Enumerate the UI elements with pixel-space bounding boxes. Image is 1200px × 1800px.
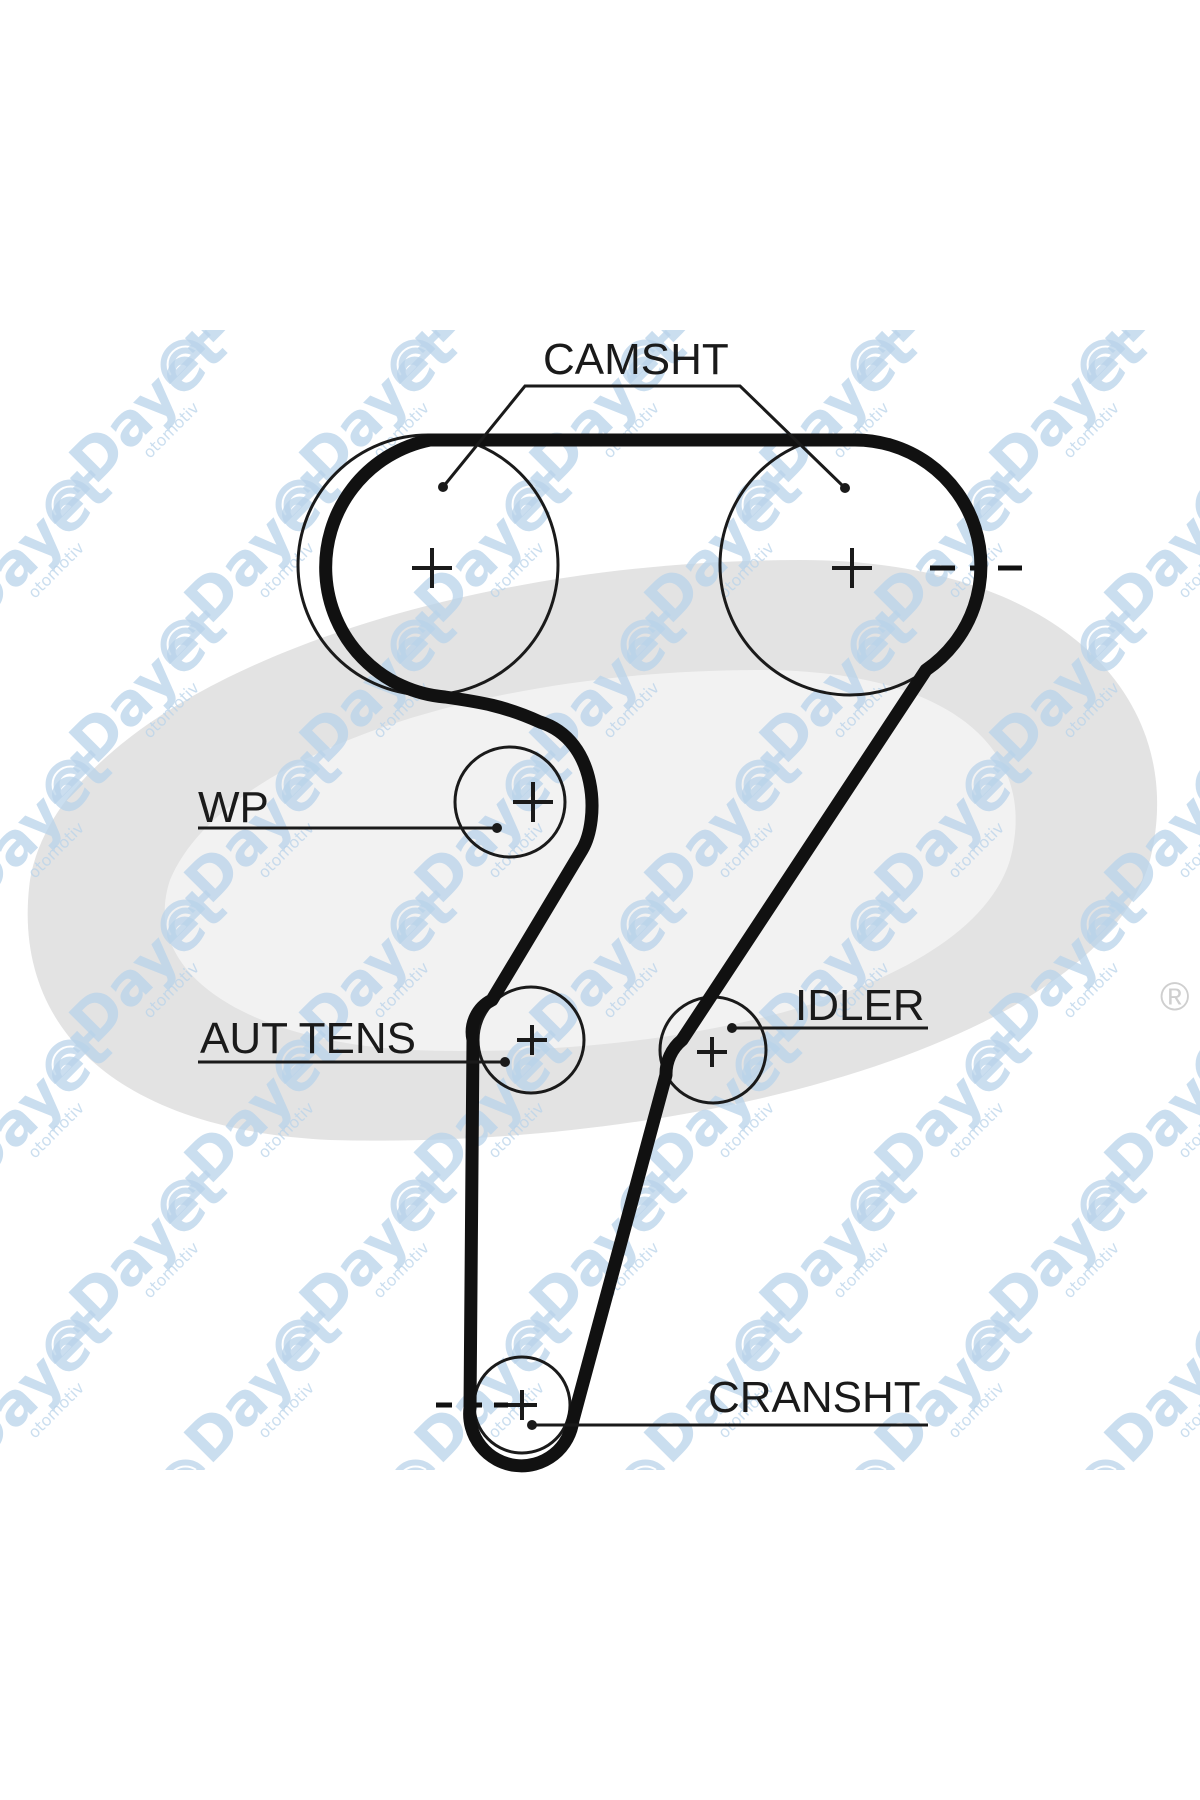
leader-lines bbox=[198, 384, 928, 1427]
svg-text:Dayet: Dayet bbox=[171, 1293, 354, 1476]
camshaft-left-center-cross bbox=[412, 548, 452, 588]
svg-text:otomotiv: otomotiv bbox=[1174, 258, 1200, 322]
pulley-centers bbox=[412, 548, 872, 1420]
svg-text:otomotiv: otomotiv bbox=[484, 258, 548, 322]
svg-text:otomotiv: otomotiv bbox=[714, 258, 778, 322]
crankshaft-center-cross bbox=[507, 1390, 537, 1420]
svg-text:otomotiv: otomotiv bbox=[254, 258, 318, 322]
svg-text:Dayet: Dayet bbox=[0, 173, 124, 356]
brand-logo-background: ® bbox=[27, 560, 1189, 1141]
svg-text:Dayet: Dayet bbox=[1091, 173, 1200, 356]
water-pump-center-cross bbox=[513, 782, 553, 822]
idler-label: IDLER bbox=[795, 981, 925, 1030]
registered-mark: ® bbox=[1160, 975, 1189, 1019]
camshaft-right-center-cross bbox=[832, 548, 872, 588]
timing-belt bbox=[319, 433, 988, 1473]
svg-text:Dayet: Dayet bbox=[631, 173, 814, 356]
water-pump-pulley bbox=[453, 745, 567, 859]
svg-text:Dayet: Dayet bbox=[401, 173, 584, 356]
svg-text:otomotiv: otomotiv bbox=[944, 258, 1008, 322]
crankshaft-label: CRANSHT bbox=[708, 1373, 921, 1422]
auto-tensioner-center-cross bbox=[517, 1025, 547, 1055]
idler-center-cross bbox=[697, 1037, 727, 1067]
water-pump-label: WP bbox=[198, 783, 269, 832]
auto-tensioner-label: AUT TENS bbox=[200, 1014, 416, 1063]
leader-dots bbox=[438, 482, 850, 1430]
svg-text:Dayet: Dayet bbox=[171, 173, 354, 356]
svg-text:otomotiv: otomotiv bbox=[24, 258, 88, 322]
camshaft-label: CAMSHT bbox=[543, 335, 729, 384]
svg-text:Dayet: Dayet bbox=[861, 173, 1044, 356]
svg-text:Dayet: Dayet bbox=[1091, 1293, 1200, 1476]
